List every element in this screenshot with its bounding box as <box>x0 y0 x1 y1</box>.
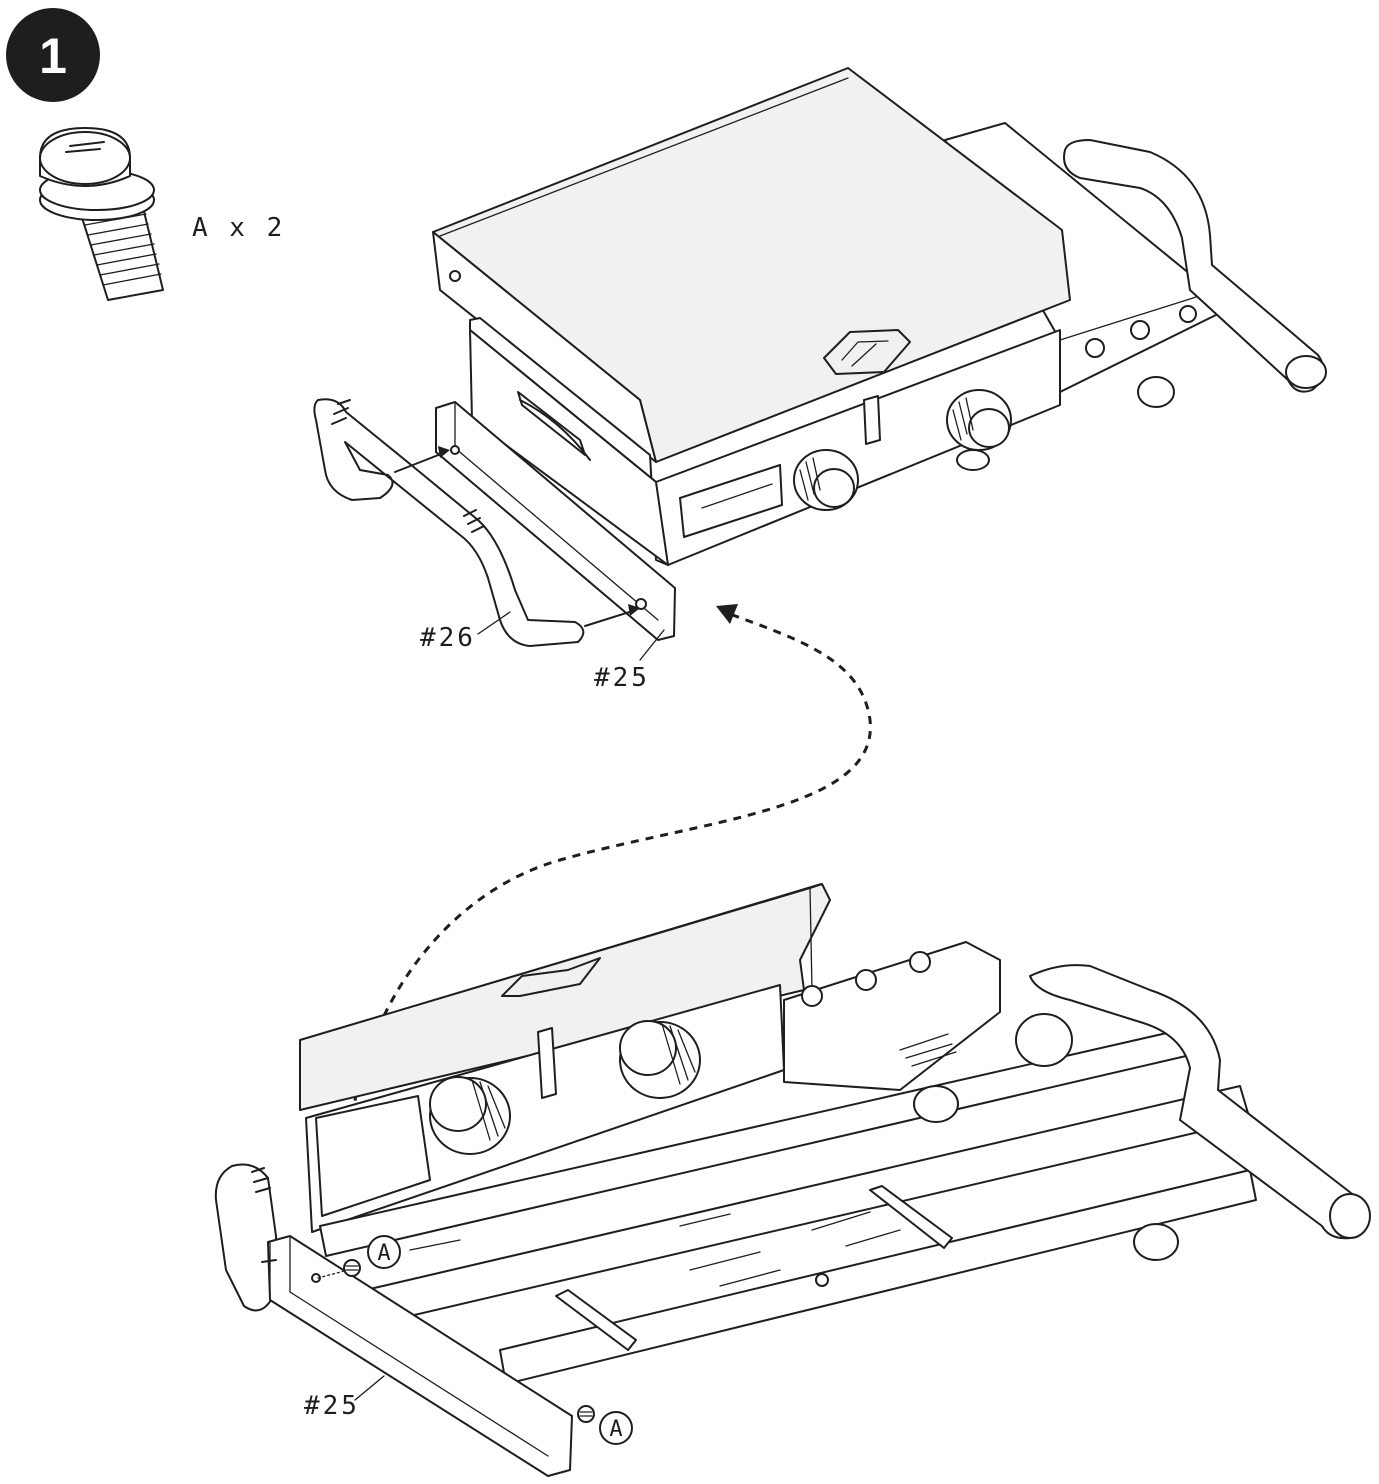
flipped-handle-left <box>214 1163 277 1312</box>
flip-arrow-head <box>716 604 738 624</box>
leader-25-bottom <box>354 1375 385 1401</box>
top-latch <box>863 395 881 445</box>
screw-position-2 <box>577 1405 595 1423</box>
flipped-leg-stub-1 <box>913 1085 959 1123</box>
griddle-top-view <box>313 67 1327 647</box>
top-logo <box>823 329 911 375</box>
top-handle-right <box>1063 139 1325 393</box>
callout-26: #26 <box>420 623 476 653</box>
step-badge: 1 <box>6 8 100 102</box>
top-grease-drawer <box>679 464 783 538</box>
screw-icon <box>39 127 164 301</box>
callout-25-bottom: #25 <box>304 1391 360 1421</box>
flipped-latch <box>537 1027 557 1099</box>
flipped-crossbar-1 <box>555 1289 637 1351</box>
callout-25-top: #25 <box>594 663 650 693</box>
flipped-side-box <box>783 941 1001 1091</box>
screw-marker-2-label: A <box>609 1417 622 1442</box>
screw-marker-1-label: A <box>377 1241 390 1266</box>
flipped-lid <box>299 883 831 1111</box>
flipped-grease-drawer <box>315 1095 431 1217</box>
step-badge-circle <box>6 8 100 102</box>
screw-marker-1: A <box>367 1235 401 1269</box>
screw-marker-2: A <box>599 1411 633 1445</box>
griddle-flipped-view <box>214 883 1371 1477</box>
flipped-logo <box>501 957 601 997</box>
leader-26 <box>477 611 511 635</box>
flipped-leg-stub-2 <box>1133 1223 1179 1261</box>
flipped-crossbar-2 <box>869 1185 953 1249</box>
leader-25-top <box>639 629 665 661</box>
flipped-knob-right <box>619 1020 701 1099</box>
hardware-quantity-label: A x 2 <box>192 213 285 243</box>
top-knob-right <box>946 389 1012 471</box>
top-knob-left <box>793 449 859 511</box>
flipped-knob-left <box>429 1076 511 1155</box>
top-leg-stub <box>1137 376 1175 408</box>
step-number: 1 <box>39 28 67 84</box>
top-handle-26 <box>313 398 585 647</box>
screw-position-1 <box>317 1259 361 1279</box>
